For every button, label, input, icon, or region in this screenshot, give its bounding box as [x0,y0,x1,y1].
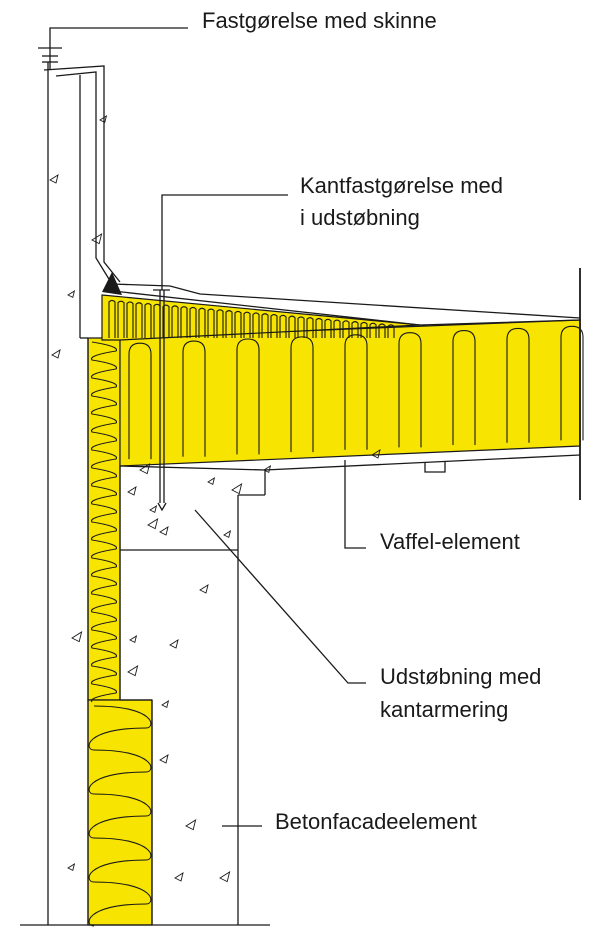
label-casting-line2: kantarmering [380,697,508,722]
label-casting-line1: Udstøbning med [380,664,541,689]
roof-membrane-lower [103,289,581,326]
waffle-underside [264,454,581,495]
leader-waffle-element [344,460,366,549]
membrane-fillet [102,272,122,295]
leader-edge-fastening [161,194,288,290]
fastening-rail-symbol [38,40,62,70]
roof-membrane-upper [111,283,581,319]
label-edge-fastening-line2: i udstøbning [300,205,420,230]
facade-insulation-lower [87,699,153,926]
label-waffle-element: Vaffel-element [380,529,520,554]
label-fastening-rail: Fastgørelse med skinne [202,8,437,33]
label-edge-fastening-line1: Kantfastgørelse med [300,173,503,198]
insulation-wave-pattern [88,299,584,927]
leader-casting [194,509,366,684]
cap-flashing-outer [43,65,121,283]
cap-flashing-inner [55,71,113,285]
roof-slab-bottom [119,465,266,471]
label-facade-element: Betonfacadeelement [275,809,477,834]
leader-fastening-rail [49,27,188,40]
concrete-aggregate-marks [49,115,381,883]
waffle-rib [424,461,446,473]
